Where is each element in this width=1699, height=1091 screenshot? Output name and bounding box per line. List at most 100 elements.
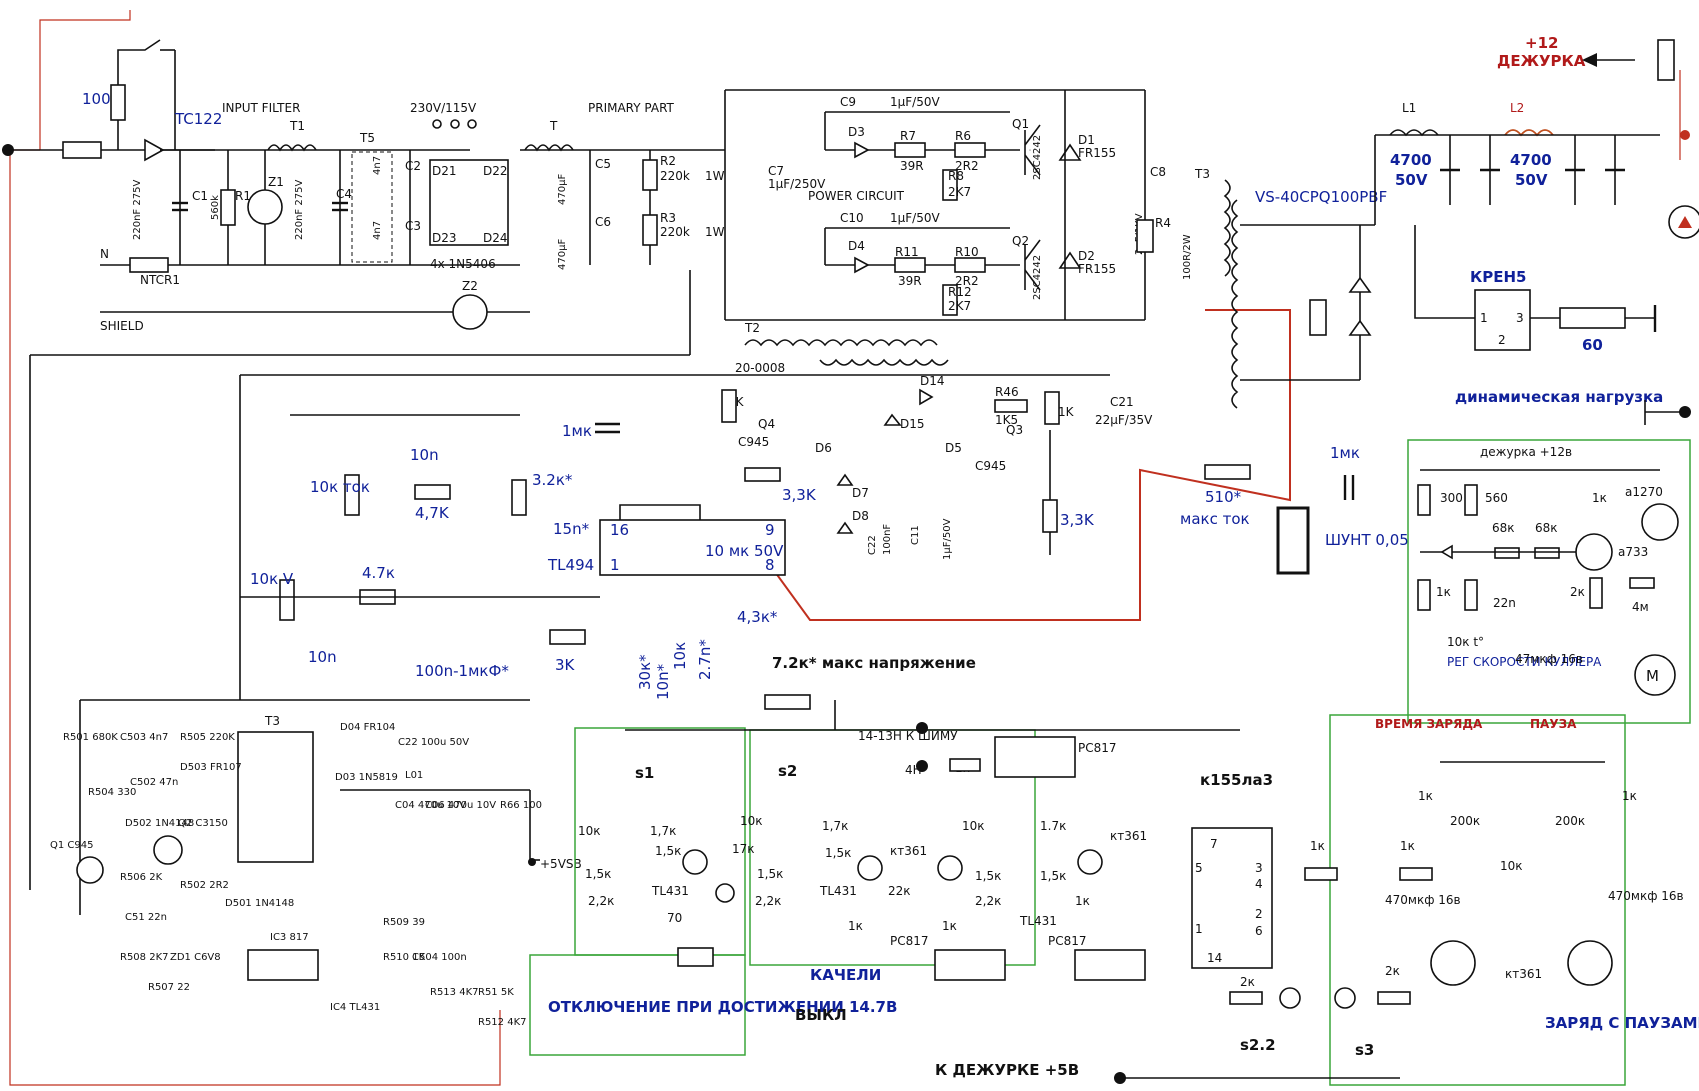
label-4700a: 4700 xyxy=(1390,151,1432,169)
label-q3val: C945 xyxy=(975,459,1006,473)
label-kren-p2: 2 xyxy=(1498,333,1506,347)
label-d1val: FR155 xyxy=(1078,146,1116,160)
r12 xyxy=(942,284,958,316)
label-f22n: 22n xyxy=(1493,596,1516,610)
label-r33k-b: 3,3K xyxy=(1060,511,1095,529)
label-kren-p3: 3 xyxy=(1516,311,1524,325)
label-t2val: 20-0008 xyxy=(735,361,785,375)
label-max-v: 7.2к* макс напряжение xyxy=(772,654,976,672)
label-q4: Q4 xyxy=(758,417,775,431)
label-50vb: 50V xyxy=(1515,171,1548,189)
fan-r68k-a xyxy=(1494,547,1520,559)
label-c7val: 1µF/250V xyxy=(768,177,826,191)
choke-t1 xyxy=(267,144,317,152)
label-d15: D15 xyxy=(900,417,925,431)
load-resistor-60 xyxy=(1559,307,1626,329)
schottky-a xyxy=(1348,276,1372,293)
label-r46: R46 xyxy=(995,385,1019,399)
label-sb-c04: C04 470u 10V xyxy=(395,800,466,811)
label-r30k: 30к* xyxy=(636,654,654,690)
label-t1: T1 xyxy=(289,119,305,133)
label-c6: C6 xyxy=(595,215,611,229)
label-s3[interactable]: s3 xyxy=(1355,1041,1374,1059)
label-d4: D4 xyxy=(848,239,865,253)
r2k-led xyxy=(1229,991,1263,1005)
label-s1[interactable]: s1 xyxy=(635,764,654,782)
label-ic-p4: 4 xyxy=(1255,877,1263,891)
label-c1-17k-b: 17к xyxy=(732,842,755,856)
pot-v[interactable] xyxy=(279,579,295,621)
label-c1mk: 1мк xyxy=(562,422,592,440)
label-c4: C4 xyxy=(336,187,352,201)
label-sb-d04: D04 FR104 xyxy=(340,722,395,733)
label-vs40: VS-40CPQ100PBF xyxy=(1255,188,1387,206)
label-r10k-tok: 10к ток xyxy=(310,478,370,496)
r11 xyxy=(894,257,926,273)
t2-secondary xyxy=(819,358,949,366)
label-s22[interactable]: s2.2 xyxy=(1240,1036,1276,1054)
label-s2[interactable]: s2 xyxy=(778,762,797,780)
label-c8: C8 xyxy=(1150,165,1166,179)
label-c2-15k-a: 1,5к xyxy=(825,846,851,860)
label-sb-c502: C502 47n xyxy=(130,777,178,788)
label-r43k: 4,3к* xyxy=(737,608,778,626)
c3-transistor-b xyxy=(1077,849,1103,875)
label-c10val: 1µF/50V xyxy=(890,211,940,225)
thermistor-10k xyxy=(1464,579,1478,611)
ic-k155la3 xyxy=(1191,827,1273,969)
label-r1val: 560k xyxy=(210,195,221,220)
label-f300: 300 xyxy=(1440,491,1463,505)
label-c2-22k: 2,2к xyxy=(755,894,781,908)
label-q3: Q3 xyxy=(1006,423,1023,437)
label-r10k-c: 10к xyxy=(671,642,689,670)
c2-transistor xyxy=(857,855,883,881)
label-q1val: 2SC4242 xyxy=(1032,135,1043,180)
label-ic-p3: 3 xyxy=(1255,861,1263,875)
output-switch[interactable] xyxy=(1657,39,1675,81)
label-q4val: C945 xyxy=(738,435,769,449)
label-primary: PRIMARY PART xyxy=(588,101,675,115)
r32k xyxy=(511,479,527,516)
label-d2: D2 xyxy=(1078,249,1095,263)
label-q2: Q2 xyxy=(1012,234,1029,248)
label-pc817-c: PC817 xyxy=(1048,934,1087,948)
label-p-1k-a: 1к xyxy=(1418,789,1433,803)
label-c2-17k: 1,7к xyxy=(822,819,848,833)
label-r11val: 39R xyxy=(898,274,922,288)
label-r4val: 100R/2W xyxy=(1182,234,1193,280)
sb-q1-symbol xyxy=(76,856,104,884)
label-c1-10k: 10к xyxy=(578,824,601,838)
label-sb-r504: R504 330 xyxy=(88,787,136,798)
choke-t5 xyxy=(351,151,393,263)
label-c1-tl431: TL431 xyxy=(651,884,689,898)
label-ic-p7: 7 xyxy=(1210,837,1218,851)
label-c1-70: 70 xyxy=(667,911,682,925)
label-c10n-c: 10n* xyxy=(654,663,672,700)
label-sb-zd1: ZD1 C6V8 xyxy=(170,952,221,963)
transistor-left xyxy=(1430,940,1476,986)
label-n4: 4Н xyxy=(905,763,922,777)
label-dyn-load: динамическая нагрузка xyxy=(1455,388,1663,406)
choke-l1 xyxy=(1389,129,1439,137)
label-sb-l01: L01 xyxy=(405,770,423,781)
label-tl494: TL494 xyxy=(547,556,594,574)
label-sb-ic4: IC4 TL431 xyxy=(330,1002,380,1013)
label-max-tok: макс ток xyxy=(1180,510,1250,528)
label-c21val: 22µF/35V xyxy=(1095,413,1153,427)
label-pin16: 16 xyxy=(610,521,629,539)
label-c10n: 10n xyxy=(410,446,439,464)
r8 xyxy=(942,169,958,201)
r-7-2k xyxy=(764,694,811,710)
pot-tok[interactable] xyxy=(344,474,360,516)
fan-r300 xyxy=(1417,484,1431,516)
label-c22val: 100nF xyxy=(882,524,893,555)
caption-dezh5: К ДЕЖУРКЕ +5В xyxy=(935,1061,1079,1079)
label-c3-22k: 2,2к xyxy=(975,894,1001,908)
label-c11val: 1µF/50V xyxy=(942,518,953,560)
label-f560: 560 xyxy=(1485,491,1508,505)
label-d6: D6 xyxy=(815,441,832,455)
triac-tc122 xyxy=(144,138,165,162)
label-c21: C21 xyxy=(1110,395,1134,409)
label-power-circuit: POWER CIRCUIT xyxy=(808,189,905,203)
label-p-time: ВРЕМЯ ЗАРЯДА xyxy=(1375,717,1483,731)
